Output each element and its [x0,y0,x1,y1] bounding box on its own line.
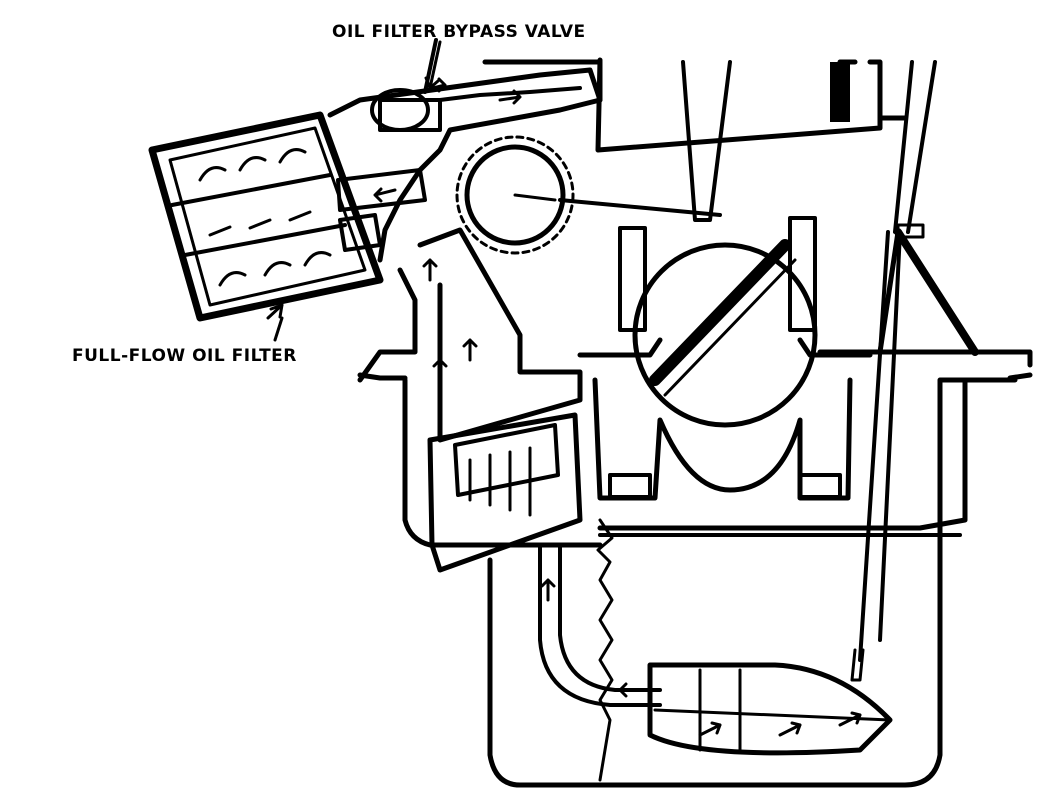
oil-flow-arrows [373,77,862,737]
oil-pan [402,377,1018,788]
oil-pump [417,227,583,573]
oil-filter [148,111,384,322]
crankshaft [455,135,818,428]
engine-block [357,57,1033,383]
connecting-rods [681,60,937,682]
main-bearing-cap [577,216,873,501]
pickup-tube [538,543,893,756]
filter-adapter [327,38,603,263]
bypass-valve-label: OIL FILTER BYPASS VALVE [332,22,586,42]
leader-lines [273,40,442,342]
oil-filter-label: FULL-FLOW OIL FILTER [72,346,297,366]
